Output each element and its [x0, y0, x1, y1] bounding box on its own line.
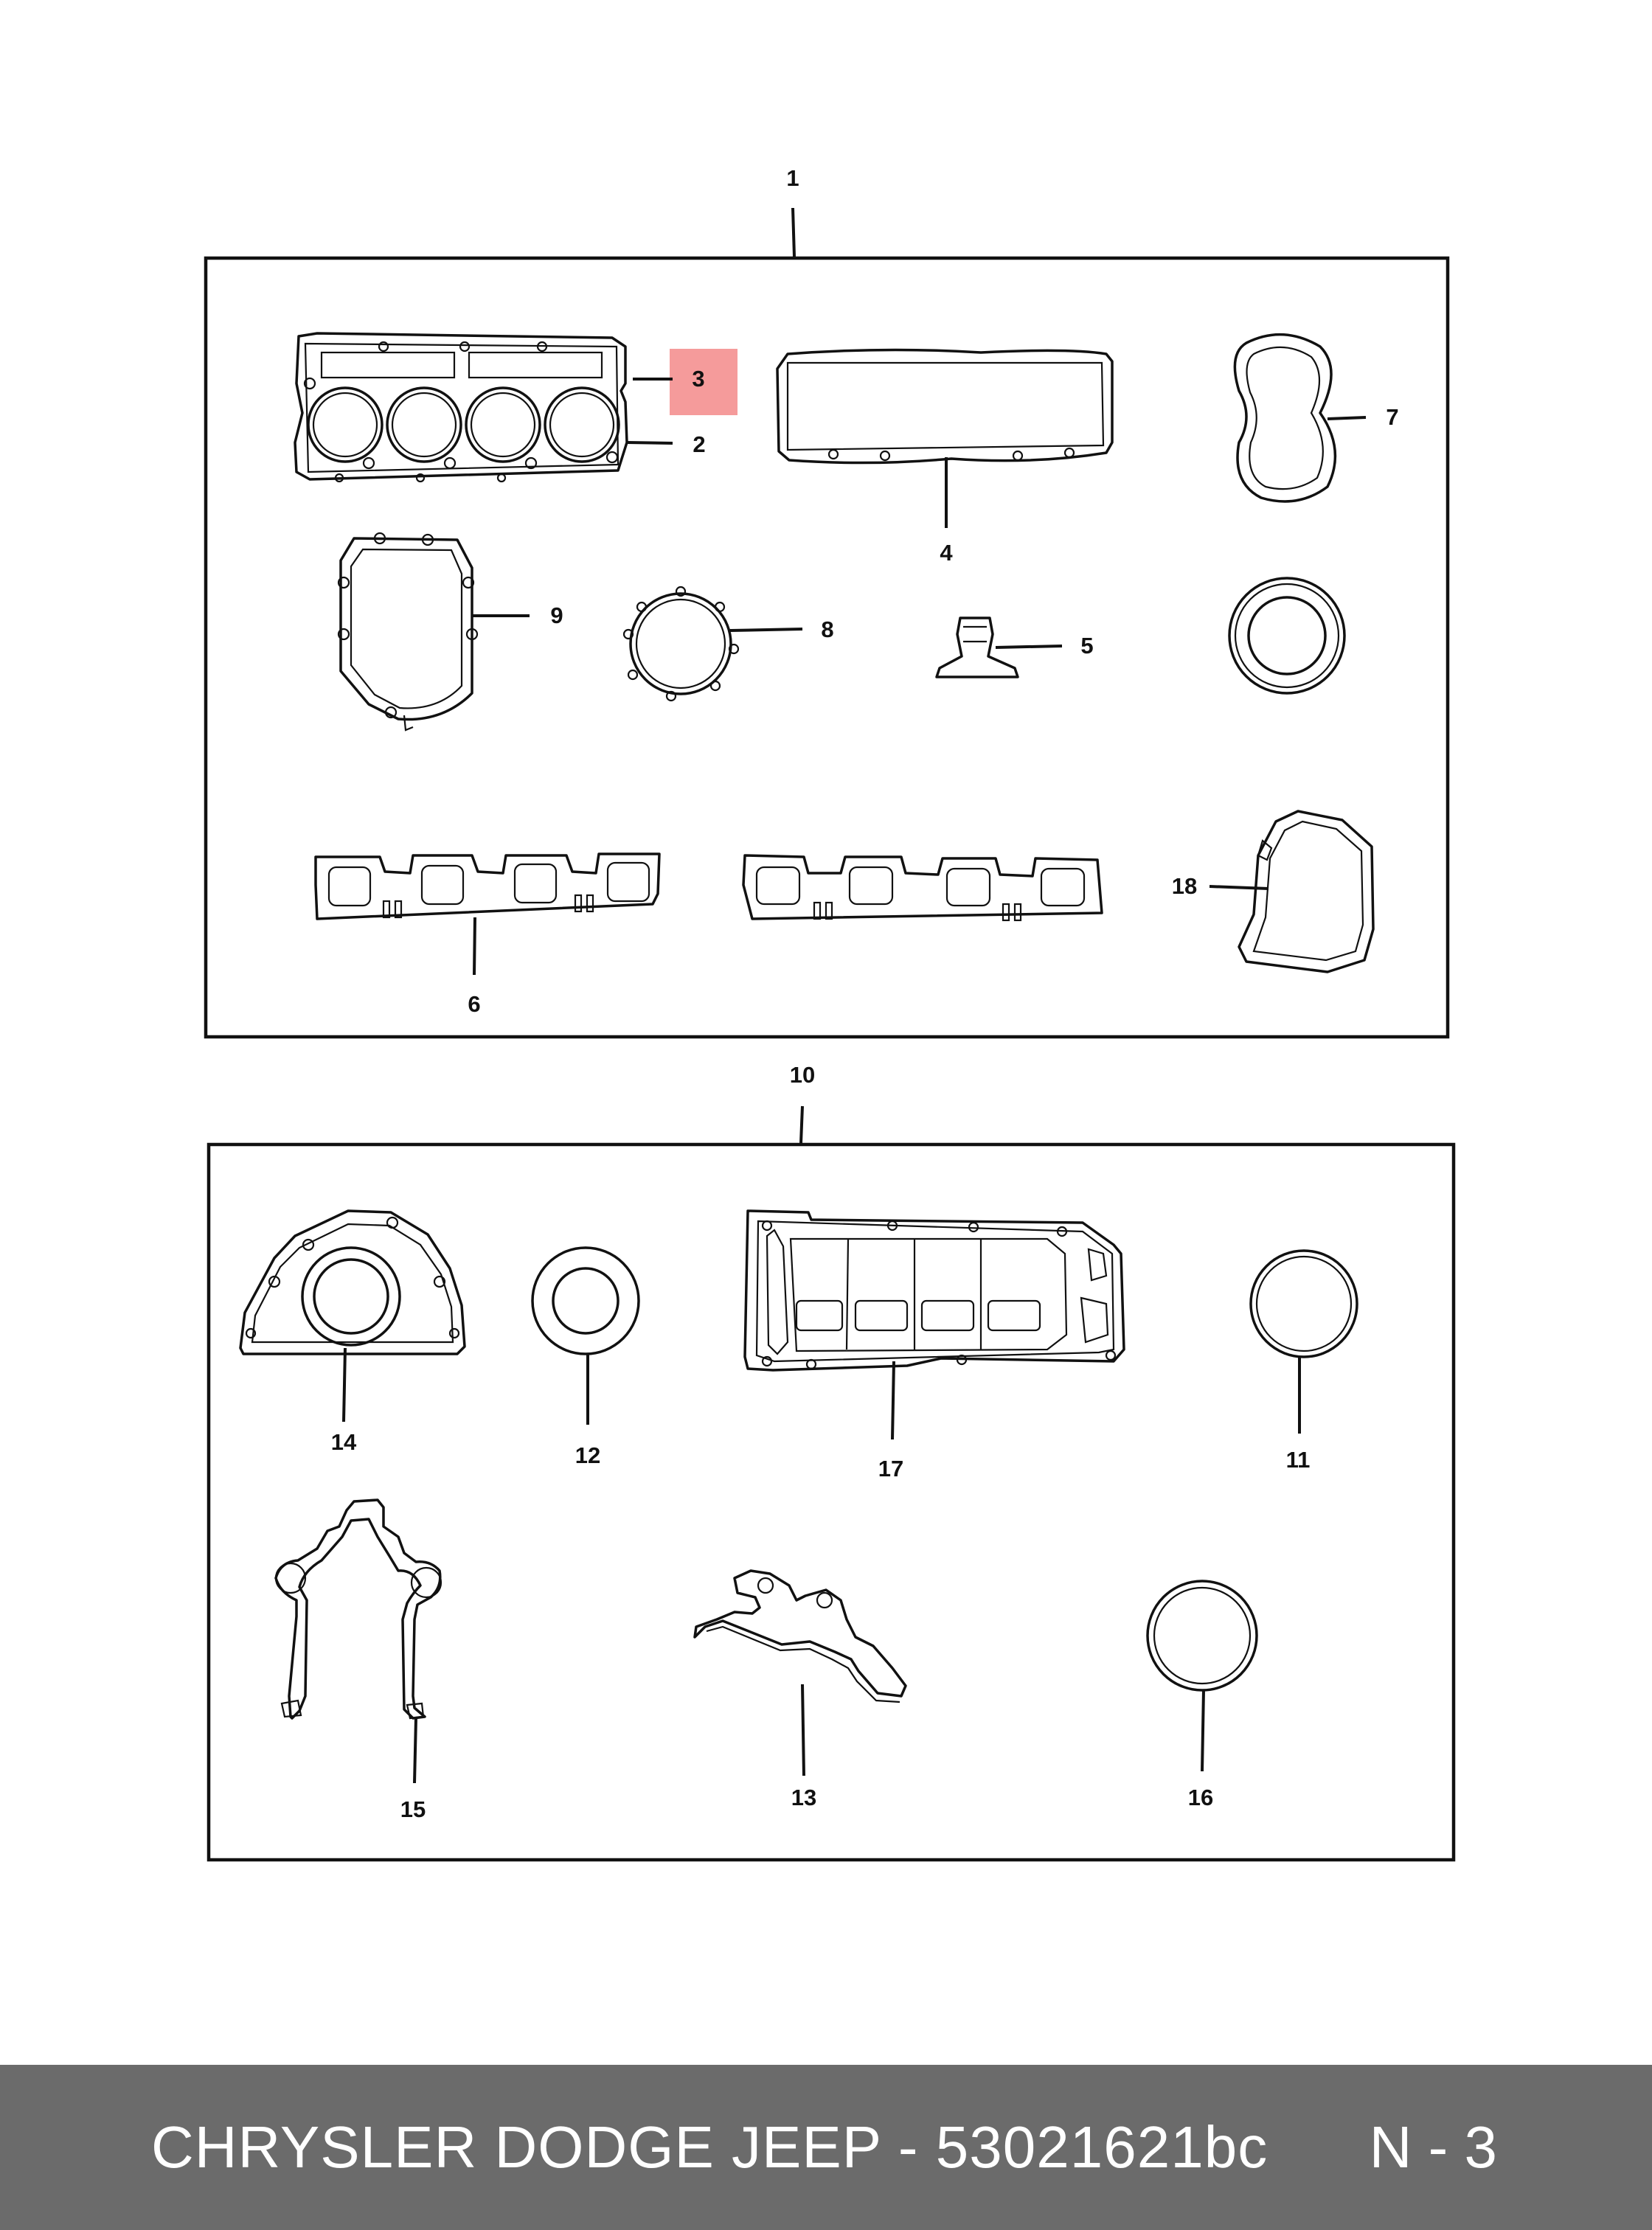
head-gasket-part-2	[294, 332, 628, 483]
callout-17: 17	[878, 1456, 903, 1482]
callout-11: 11	[1286, 1447, 1311, 1473]
callout-5: 5	[1080, 633, 1093, 659]
callout-12: 12	[575, 1442, 600, 1468]
callout-2: 2	[693, 431, 705, 457]
callout-18: 18	[1172, 873, 1197, 899]
pump-gasket-part-18	[1238, 810, 1375, 973]
figure8-gasket-part-7	[1233, 333, 1337, 503]
seal-retainer-part-14	[239, 1209, 466, 1355]
kit-10-frame	[206, 1142, 1456, 1862]
callout-9: 9	[550, 602, 563, 628]
callout-16: 16	[1188, 1785, 1213, 1810]
footer-title: CHRYSLER DODGE JEEP - 53021621bc	[151, 2114, 1268, 2180]
oil-pan-gasket-part-17	[743, 1209, 1125, 1372]
exhaust-gasket-part-6-left	[314, 852, 661, 920]
callout-1: 1	[786, 165, 799, 191]
kit-10-group: 10 14 12	[206, 1062, 1456, 1862]
callout-14: 14	[331, 1429, 357, 1455]
valve-stem-seal-part-5	[935, 616, 1019, 678]
timing-cover-gasket-part-15	[274, 1498, 442, 1720]
callout-3: 3	[692, 366, 704, 392]
callout-7: 7	[1386, 404, 1398, 430]
seal-part-12	[531, 1246, 640, 1355]
callout-10: 10	[790, 1062, 815, 1088]
o-ring-part-11	[1249, 1249, 1358, 1358]
kit-1-frame	[204, 256, 1450, 1039]
parts-diagram: 1 2	[204, 165, 1456, 1862]
footer-bar: CHRYSLER DODGE JEEP - 53021621bc N - 3	[0, 2065, 1652, 2230]
kit-1-group: 1 2	[204, 165, 1450, 1039]
footer-page-number: N - 3	[1369, 2114, 1497, 2180]
callout-6: 6	[468, 991, 480, 1017]
callout-8: 8	[821, 616, 833, 642]
valve-cover-gasket-part-4	[776, 348, 1114, 465]
highlight-box-3	[670, 349, 738, 415]
callout-4: 4	[940, 540, 953, 566]
seal-ring-unlabeled	[1228, 577, 1346, 695]
ring-gasket-part-8	[622, 586, 740, 702]
water-outlet-gasket-part-13	[693, 1569, 907, 1703]
callout-13: 13	[791, 1785, 816, 1810]
o-ring-part-16	[1146, 1580, 1258, 1692]
cover-gasket-part-9	[337, 532, 479, 732]
exhaust-gasket-part-6-right	[742, 854, 1103, 922]
callout-15: 15	[400, 1796, 426, 1822]
